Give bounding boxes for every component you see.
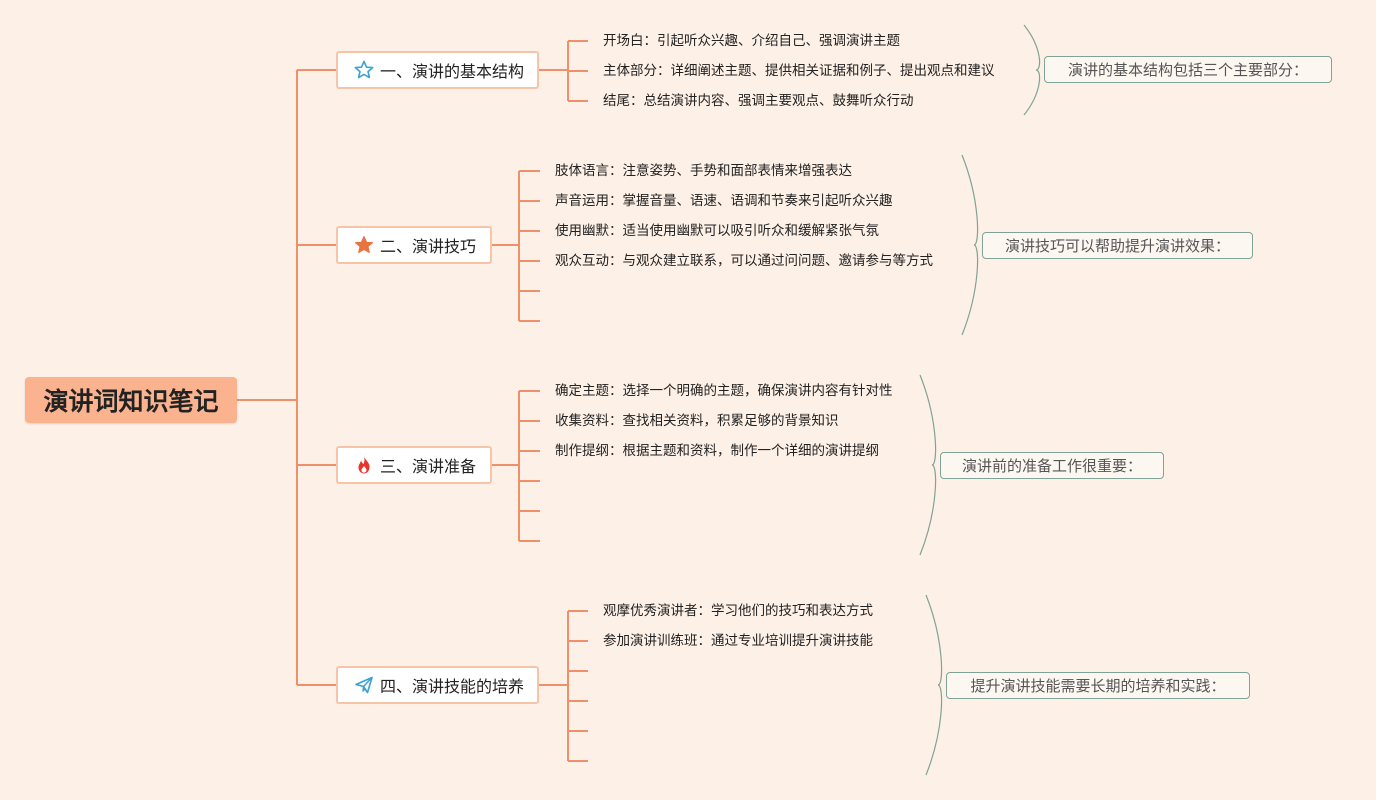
leaf-item[interactable]: 肢体语言：注意姿势、手势和面部表情来增强表达: [555, 163, 852, 179]
leaf-item[interactable]: 参加演讲训练班：通过专业培训提升演讲技能: [603, 633, 873, 649]
branch-label: 四、演讲技能的培养: [380, 677, 525, 696]
summary-bracket: [925, 594, 943, 776]
star-outline-icon: [354, 60, 374, 80]
summary-bracket: [961, 154, 979, 336]
branch-speech-techniques[interactable]: 二、演讲技巧: [336, 226, 492, 264]
branch-speech-preparation[interactable]: 三、演讲准备: [336, 446, 492, 484]
branch-label: 一、演讲的基本结构: [380, 62, 525, 81]
root-title: 演讲词知识笔记: [43, 387, 219, 416]
fire-icon: [354, 455, 374, 475]
leaf-item[interactable]: 确定主题：选择一个明确的主题，确保演讲内容有针对性: [555, 383, 893, 399]
leaf-item[interactable]: 结尾：总结演讲内容、强调主要观点、鼓舞听众行动: [603, 93, 914, 109]
summary-bracket: [1023, 24, 1041, 116]
summary-speech-techniques[interactable]: 演讲技巧可以帮助提升演讲效果：: [982, 232, 1253, 259]
paper-plane-icon: [354, 675, 374, 695]
leaf-item[interactable]: 收集资料：查找相关资料，积累足够的背景知识: [555, 413, 839, 429]
summary-basic-structure[interactable]: 演讲的基本结构包括三个主要部分：: [1044, 56, 1332, 83]
leaf-item[interactable]: 观众互动：与观众建立联系，可以通过问问题、邀请参与等方式: [555, 253, 933, 269]
leaf-item[interactable]: 观摩优秀演讲者：学习他们的技巧和表达方式: [603, 603, 873, 619]
leaf-item[interactable]: 制作提纲：根据主题和资料，制作一个详细的演讲提纲: [555, 443, 879, 459]
leaf-item[interactable]: 使用幽默：适当使用幽默可以吸引听众和缓解紧张气氛: [555, 223, 879, 239]
summary-speech-preparation[interactable]: 演讲前的准备工作很重要：: [940, 452, 1164, 479]
branch-basic-structure[interactable]: 一、演讲的基本结构: [336, 51, 539, 89]
summary-bracket: [919, 374, 937, 556]
leaf-item[interactable]: 主体部分：详细阐述主题、提供相关证据和例子、提出观点和建议: [603, 63, 995, 79]
branch-label: 二、演讲技巧: [380, 237, 477, 256]
branch-label: 三、演讲准备: [380, 457, 477, 476]
leaf-item[interactable]: 开场白：引起听众兴趣、介绍自己、强调演讲主题: [603, 33, 900, 49]
leaf-item[interactable]: 声音运用：掌握音量、语速、语调和节奏来引起听众兴趣: [555, 193, 893, 209]
branch-skill-development[interactable]: 四、演讲技能的培养: [336, 666, 539, 704]
root-topic[interactable]: 演讲词知识笔记: [25, 377, 237, 423]
star-filled-icon: [354, 235, 374, 255]
summary-skill-development[interactable]: 提升演讲技能需要长期的培养和实践：: [946, 672, 1250, 699]
